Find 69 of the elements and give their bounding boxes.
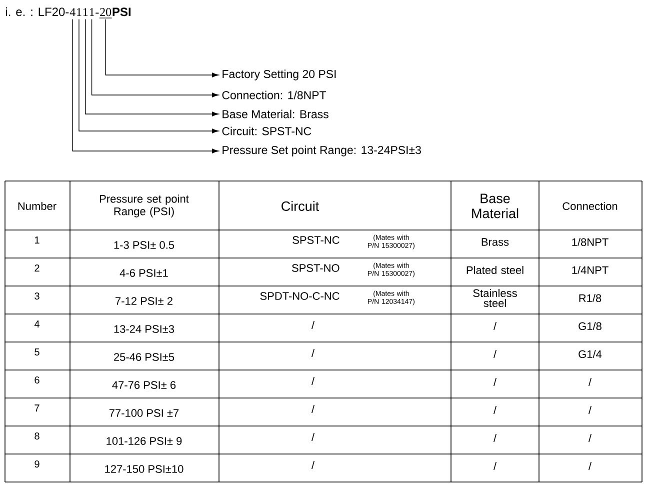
empty-mark: / bbox=[311, 376, 315, 386]
empty-mark: / bbox=[311, 460, 315, 470]
row-number: 6 bbox=[34, 376, 40, 384]
pressure-range: 1-3 PSI± 0.5 bbox=[114, 241, 174, 249]
circuit-type: SPST-NO bbox=[292, 264, 340, 272]
pressure-range: 13-24 PSI±3 bbox=[114, 325, 174, 333]
callout-text: Connection: 1/8NPT bbox=[222, 90, 326, 100]
base-material: Plated steel bbox=[466, 266, 524, 274]
row-number: 7 bbox=[34, 404, 40, 412]
connection-type: 1/8NPT bbox=[572, 238, 608, 246]
connection-type: G1/8 bbox=[578, 322, 602, 330]
callout-text: Pressure Set point Range: 13-24PSI±3 bbox=[222, 146, 421, 156]
base-material: Stainless steel bbox=[473, 288, 517, 308]
code-text: PSI bbox=[112, 8, 130, 16]
pressure-range: 77-100 PSI ±7 bbox=[109, 409, 179, 417]
leader-line bbox=[105, 18, 219, 78]
base-material: / bbox=[493, 406, 497, 414]
prefix-text: i. e. : bbox=[6, 7, 32, 16]
row-number: 4 bbox=[34, 320, 40, 328]
callout-text: Base Material: Brass bbox=[222, 110, 328, 118]
row-number: 8 bbox=[34, 432, 40, 440]
row-number: 1 bbox=[35, 236, 40, 244]
circuit-type: SPDT-NO-C-NC bbox=[260, 292, 340, 300]
code-digit: 1 bbox=[83, 8, 88, 16]
connection-type: R1/8 bbox=[579, 294, 602, 302]
leader-line bbox=[78, 18, 219, 134]
pressure-range: 47-76 PSI± 6 bbox=[112, 381, 176, 389]
connection-type: / bbox=[588, 406, 592, 414]
leader-line bbox=[91, 18, 219, 98]
callout-text: Factory Setting 20 PSI bbox=[222, 70, 336, 80]
pressure-range: 101-126 PSI± 9 bbox=[106, 437, 182, 445]
column-header: Number bbox=[18, 202, 56, 210]
callout-text: Circuit: SPST-NC bbox=[222, 126, 312, 136]
empty-mark: / bbox=[311, 320, 315, 330]
row-number: 5 bbox=[34, 348, 40, 356]
empty-mark: / bbox=[311, 404, 315, 414]
code-digit: 1 bbox=[90, 8, 94, 16]
connection-type: / bbox=[588, 434, 592, 442]
connection-type: / bbox=[588, 462, 592, 470]
code-digit: 20 bbox=[99, 8, 112, 18]
column-header: Circuit bbox=[282, 201, 320, 211]
base-material: / bbox=[493, 462, 497, 470]
pressure-range: 25-46 PSI±5 bbox=[114, 353, 174, 361]
connection-type: / bbox=[588, 378, 592, 386]
column-header: Connection bbox=[562, 202, 618, 210]
code-digit: 4 bbox=[70, 8, 76, 16]
empty-mark: / bbox=[311, 348, 315, 358]
pressure-range: 127-150 PSI±10 bbox=[105, 465, 184, 473]
code-digit: 1 bbox=[77, 8, 82, 16]
pressure-range: 7-12 PSI± 2 bbox=[116, 297, 172, 305]
row-number: 3 bbox=[34, 292, 40, 300]
connection-type: G1/4 bbox=[578, 350, 602, 358]
leader-line bbox=[72, 18, 219, 154]
code-text: LF20- bbox=[38, 8, 69, 16]
base-material: / bbox=[493, 434, 497, 442]
base-material: / bbox=[493, 378, 497, 386]
leader-line bbox=[85, 18, 219, 116]
column-header: Base Material bbox=[472, 194, 518, 218]
base-material: / bbox=[493, 322, 497, 330]
row-number: 2 bbox=[34, 264, 40, 272]
pressure-range: 4-6 PSI±1 bbox=[120, 269, 168, 277]
base-material: Brass bbox=[482, 238, 509, 246]
base-material: / bbox=[493, 350, 497, 358]
row-number: 9 bbox=[34, 460, 40, 468]
code-text: - bbox=[96, 12, 99, 14]
empty-mark: / bbox=[311, 432, 315, 442]
column-header: Pressure set point Range (PSI) bbox=[100, 194, 189, 218]
connection-type: 1/4NPT bbox=[572, 266, 608, 274]
circuit-type: SPST-NC bbox=[292, 236, 340, 244]
